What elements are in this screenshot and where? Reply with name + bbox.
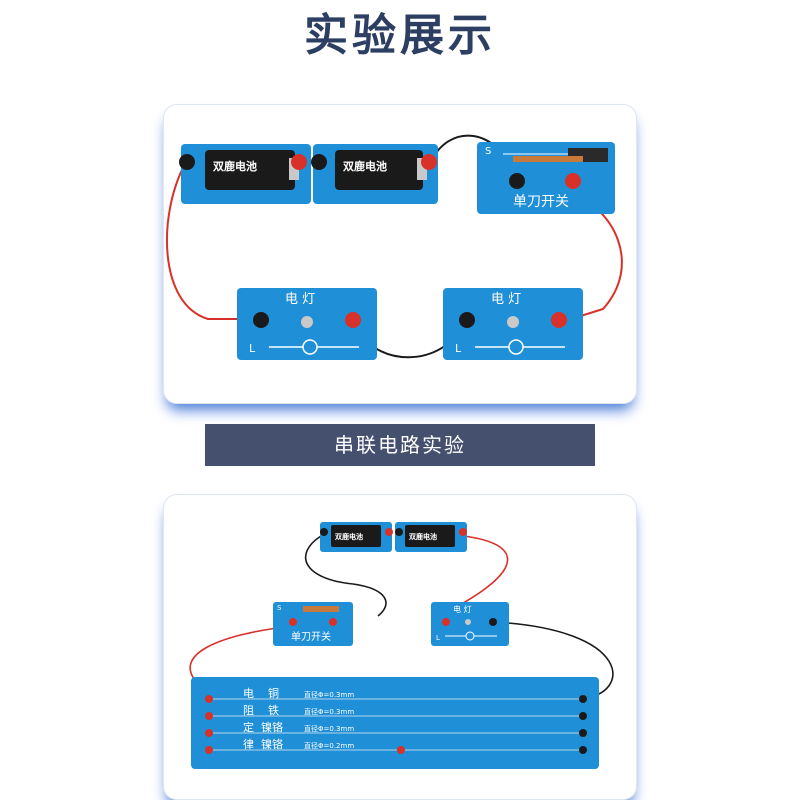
black-terminal <box>579 729 587 737</box>
black-terminal <box>253 312 269 328</box>
knife-switch-board: S 单刀开关 <box>477 142 615 214</box>
bulb-icon <box>465 619 471 625</box>
resistance-wire-board: 电 铜 直径Φ=0.3mm 阻 铁 直径Φ=0.3mm 定 镍铬 直径Φ=0.3… <box>191 677 599 769</box>
resistance-row: 电 铜 直径Φ=0.3mm <box>205 686 587 703</box>
red-terminal <box>205 712 213 720</box>
red-terminal <box>459 528 467 536</box>
knife-switch-board: S 单刀开关 <box>273 602 353 646</box>
section-header: 串联电路实验 <box>205 424 595 466</box>
bulb-icon <box>301 316 313 328</box>
lamp-symbol-icon <box>508 339 524 355</box>
black-terminal <box>395 528 403 536</box>
row-side-label: 定 <box>243 720 254 734</box>
row-spec: 直径Φ=0.3mm <box>304 707 354 716</box>
black-terminal <box>320 528 328 536</box>
lamp-label: 电 灯 <box>491 292 521 307</box>
switch-label: 单刀开关 <box>291 630 331 643</box>
battery-brand-1: 双鹿电池 <box>335 532 363 541</box>
lamp-symbol-icon <box>302 339 318 355</box>
row-side-label: 律 <box>243 738 254 751</box>
bulb-icon <box>507 316 519 328</box>
black-terminal <box>509 173 525 189</box>
black-terminal <box>459 312 475 328</box>
black-terminal <box>179 154 195 170</box>
lamp-letter: L <box>249 342 256 355</box>
lamp-label: 电 灯 <box>285 292 315 307</box>
red-wire-switch-board <box>189 625 294 690</box>
row-material: 铜 <box>268 686 279 700</box>
row-material: 镍铬 <box>261 737 283 751</box>
row-material: 铁 <box>268 704 279 717</box>
resistance-row: 阻 铁 直径Φ=0.3mm <box>205 704 587 720</box>
red-terminal <box>205 729 213 737</box>
row-spec: 直径Φ=0.3mm <box>304 690 354 699</box>
battery-holder-1: 双鹿电池 <box>179 144 311 204</box>
battery-brand-1: 双鹿电池 <box>213 159 257 173</box>
lamp-board-left: 电 灯 L <box>237 288 377 360</box>
black-terminal <box>579 695 587 703</box>
top-circuit-illustration: 双鹿电池 双鹿电池 S 单刀开关 电 灯 <box>166 134 623 360</box>
battery-brand-2: 双鹿电池 <box>343 159 387 173</box>
black-terminal <box>579 746 587 754</box>
lamp-board: 电 灯 L <box>431 602 509 646</box>
lamp-letter: L <box>436 634 440 642</box>
row-side-label: 电 <box>243 687 254 700</box>
red-terminal <box>442 618 450 626</box>
resistance-row: 定 镍铬 直径Φ=0.3mm <box>205 720 587 737</box>
red-terminal <box>345 312 361 328</box>
battery-holder-1: 双鹿电池 <box>320 522 393 552</box>
lamp-letter: L <box>455 342 462 355</box>
red-terminal <box>565 173 581 189</box>
page-title: 实验展示 <box>304 10 496 61</box>
bottom-experiment-photo: 双鹿电池 双鹿电池 S 单刀开关 电 灯 <box>163 494 637 800</box>
battery-brand-2: 双鹿电池 <box>409 532 437 541</box>
red-terminal <box>385 528 393 536</box>
black-terminal <box>579 712 587 720</box>
red-terminal <box>289 618 297 626</box>
top-experiment-photo: 双鹿电池 双鹿电池 S 单刀开关 电 灯 <box>163 104 637 404</box>
row-material: 镍铬 <box>261 720 283 734</box>
row-spec: 直径Φ=0.2mm <box>304 741 354 750</box>
black-terminal <box>311 154 327 170</box>
battery-holder-2: 双鹿电池 <box>395 522 467 552</box>
row-side-label: 阻 <box>243 704 254 717</box>
red-terminal <box>329 618 337 626</box>
red-terminal <box>421 154 437 170</box>
red-terminal <box>205 746 213 754</box>
red-terminal-mid <box>397 746 405 754</box>
battery-holder-2: 双鹿电池 <box>311 144 438 204</box>
lamp-symbol-icon <box>465 631 475 641</box>
lamp-label: 电 灯 <box>453 604 472 614</box>
lamp-board-right: 电 灯 L <box>443 288 583 360</box>
black-terminal <box>489 618 497 626</box>
black-wire-battery-switch <box>304 535 387 617</box>
switch-label: 单刀开关 <box>513 194 569 210</box>
switch-letter: S <box>277 604 282 612</box>
switch-letter: S <box>485 146 491 157</box>
row-spec: 直径Φ=0.3mm <box>304 724 354 733</box>
resistance-row: 律 镍铬 直径Φ=0.2mm <box>205 737 587 754</box>
red-terminal <box>291 154 307 170</box>
bottom-circuit-illustration: 双鹿电池 双鹿电池 S 单刀开关 电 灯 <box>189 522 614 769</box>
red-wire-battery-lamp <box>457 535 509 607</box>
red-terminal <box>205 695 213 703</box>
red-wire-left <box>166 163 255 320</box>
red-terminal <box>551 312 567 328</box>
